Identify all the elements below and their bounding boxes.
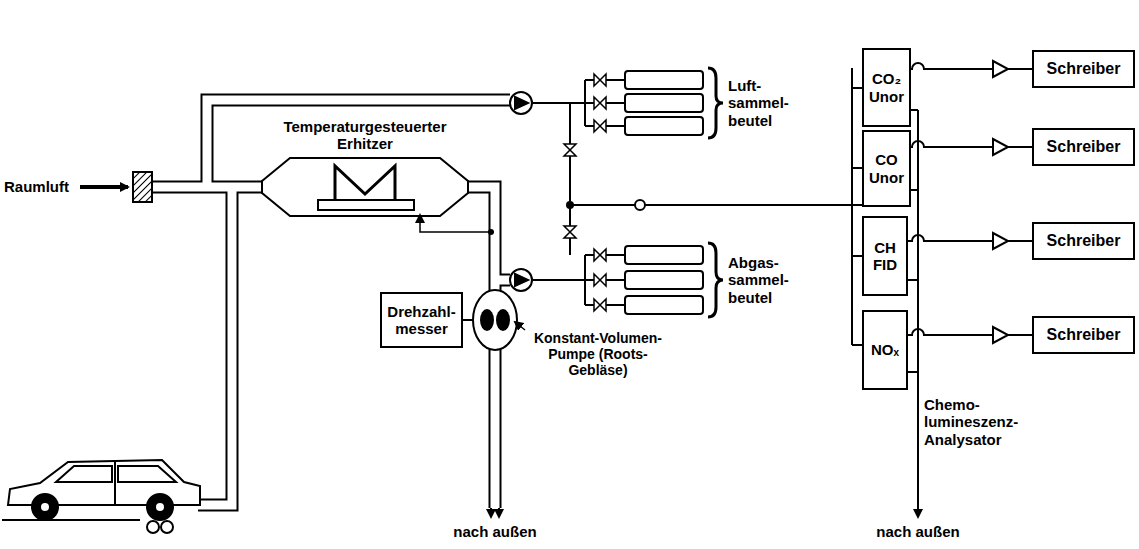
car-on-dyno	[2, 460, 200, 533]
amplifier-symbol	[993, 61, 1008, 77]
box-text: Schreiber	[1047, 60, 1121, 78]
box-text: Schreiber	[1047, 326, 1121, 344]
air-filter	[133, 172, 152, 202]
sample-pumps	[510, 92, 532, 291]
bag-group-label: Abgas- sammel- beutel	[728, 254, 789, 306]
blower-label: Konstant-Volumen- Pumpe (Roots-Gebläse)	[522, 330, 674, 378]
outlet-arrow	[498, 508, 500, 517]
pointer-arrow	[515, 322, 525, 330]
outlet-arrow	[490, 508, 492, 517]
analyser-box: NOₓ	[862, 310, 908, 390]
roots-lobe	[496, 309, 510, 331]
outlet-arrow	[917, 506, 919, 517]
heater-element	[335, 166, 395, 200]
inlet-label: Raumluft	[4, 178, 69, 195]
tachometer-box: Drehzahl- messer	[380, 292, 463, 348]
box-text: Schreiber	[1047, 138, 1121, 156]
box-text: CO₂ Unor	[869, 70, 904, 105]
inlet-arrow	[80, 185, 128, 189]
exhaust-label: nach außen	[445, 523, 545, 540]
heater-base	[318, 200, 414, 210]
analyser-box: CO₂ Unor	[862, 48, 911, 127]
analyser-label: Chemo- lumineszenz- Analysator	[924, 396, 1018, 448]
signal-wire	[911, 63, 1032, 69]
feedback-line	[420, 215, 489, 232]
bag-manifolds	[532, 68, 862, 345]
signal-wire	[908, 235, 1032, 241]
roots-lobe	[480, 309, 494, 331]
roots-housing	[473, 290, 517, 350]
amplifier-symbol	[993, 327, 1008, 343]
analyser-box: CH FID	[862, 216, 908, 296]
box-text: Schreiber	[1047, 232, 1121, 250]
signal-wire	[911, 141, 1032, 147]
recorder-box: Schreiber	[1032, 222, 1135, 260]
bag-group-label: Luft- sammel- beutel	[728, 77, 789, 129]
recorder-box: Schreiber	[1032, 128, 1135, 166]
box-text: Drehzahl- messer	[387, 303, 455, 338]
box-text: CO Unor	[869, 151, 904, 186]
heater-heading: Temperaturgesteuerter Erhitzer	[283, 118, 446, 153]
sample-bags	[625, 71, 703, 314]
analyser-box: CO Unor	[862, 130, 911, 207]
braces	[708, 68, 723, 317]
box-text: NOₓ	[871, 341, 899, 358]
recorder-box: Schreiber	[1032, 50, 1135, 88]
box-text: CH FID	[873, 239, 897, 274]
exhaust-label: nach außen	[868, 523, 968, 540]
recorder-box: Schreiber	[1032, 316, 1135, 354]
heater-housing	[262, 158, 468, 216]
amplifier-symbol	[993, 233, 1008, 249]
tacho-link	[462, 319, 473, 321]
valves	[564, 74, 606, 311]
heater: Temperaturgesteuerter Erhitzer	[290, 158, 440, 216]
signal-wire	[908, 329, 1032, 335]
amplifier-symbol	[993, 139, 1008, 155]
